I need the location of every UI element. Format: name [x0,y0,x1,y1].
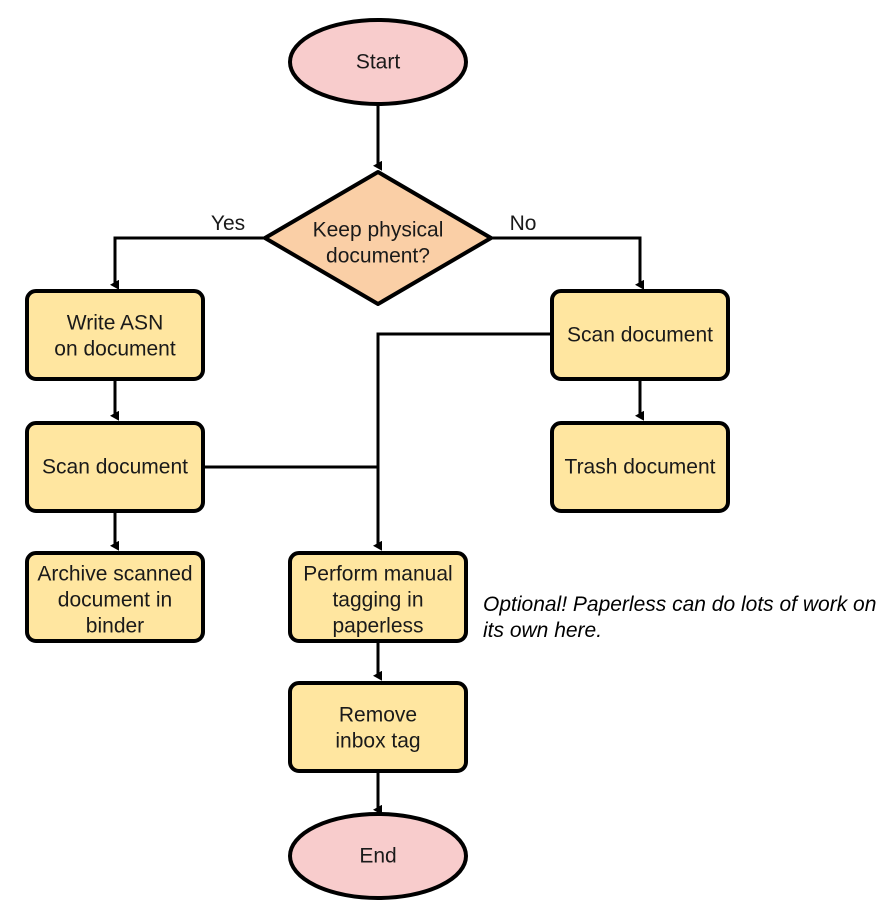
node-scan-document-right[interactable]: Scan document [550,289,730,381]
node-decision-keep-physical-document[interactable]: Keep physical document? [263,170,493,306]
edge-scan-right-to-tagging [373,332,552,551]
end-ellipse-shape [288,812,468,900]
edge-label-yes: Yes [211,212,245,235]
node-perform-manual-tagging[interactable]: Perform manual tagging in paperless [288,551,468,643]
decision-label-line-2: document? [326,245,430,268]
tagging-label-line-2: tagging in [332,589,423,612]
edge-layer [110,103,644,815]
edge-decision-to-scan-right [491,236,644,290]
start-label: Start [356,51,401,74]
write-asn-label-line-1: Write ASN [67,312,163,335]
archive-label-line-2: document in [58,589,172,612]
decision-diamond-shape [263,170,493,306]
scan-document-right-box-shape [550,289,730,381]
scan-document-left-label: Scan document [42,456,188,479]
tagging-label-line-3: paperless [332,615,423,638]
edge-decision-to-write-asn [110,236,265,290]
archive-label-line-1: Archive scanned [37,563,192,586]
archive-label-line-3: binder [86,615,144,638]
optional-note-line-2: its own here. [483,619,602,642]
archive-box-shape [25,551,205,643]
trash-document-box-shape [550,421,730,513]
node-end[interactable]: End [288,812,468,900]
remove-inbox-label-line-2: inbox tag [335,730,420,753]
node-start[interactable]: Start [288,18,468,106]
start-ellipse-shape [288,18,468,106]
optional-note-line-1: Optional! Paperless can do lots of work … [483,593,876,616]
optional-note: Optional! Paperless can do lots of work … [483,593,876,642]
node-trash-document[interactable]: Trash document [550,421,730,513]
tagging-box-shape [288,551,468,643]
remove-inbox-box-shape [288,681,468,773]
node-scan-document-left[interactable]: Scan document [25,421,205,513]
remove-inbox-label-line-1: Remove [339,704,417,727]
write-asn-label-line-2: on document [54,338,176,361]
edge-label-no: No [510,212,537,235]
tagging-label-line-1: Perform manual [303,563,452,586]
write-asn-box-shape [25,289,205,381]
decision-label-line-1: Keep physical [313,219,444,242]
scan-document-left-box-shape [25,421,205,513]
node-archive-scanned-document[interactable]: Archive scanned document in binder [25,551,205,643]
trash-document-label: Trash document [565,456,716,479]
end-label: End [359,845,396,868]
node-remove-inbox-tag[interactable]: Remove inbox tag [288,681,468,773]
scan-document-right-label: Scan document [567,324,713,347]
node-write-asn[interactable]: Write ASN on document [25,289,205,381]
